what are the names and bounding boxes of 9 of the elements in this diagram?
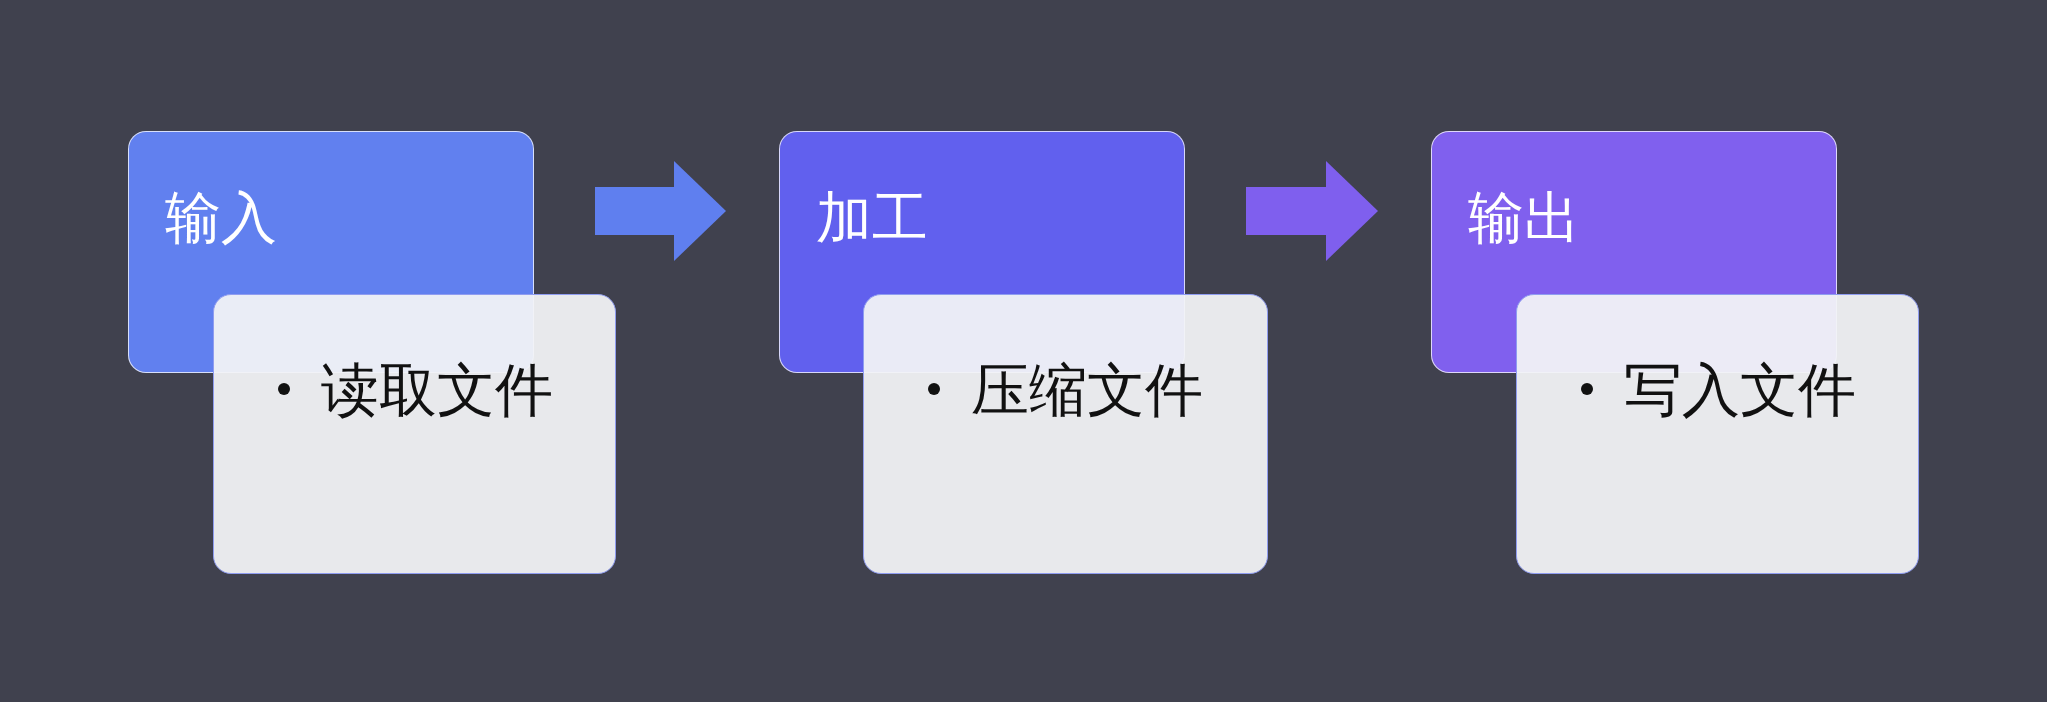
- step-text: 压缩文件: [971, 355, 1203, 426]
- detail-card: [1516, 294, 1919, 574]
- stage-title: 加工: [816, 184, 928, 252]
- step-text: 写入文件: [1624, 355, 1856, 426]
- step-text: 读取文件: [321, 355, 553, 426]
- stage-title: 输出: [1468, 184, 1580, 252]
- stage-title: 输入: [165, 184, 277, 252]
- detail-card: [863, 294, 1268, 574]
- detail-card: [213, 294, 616, 574]
